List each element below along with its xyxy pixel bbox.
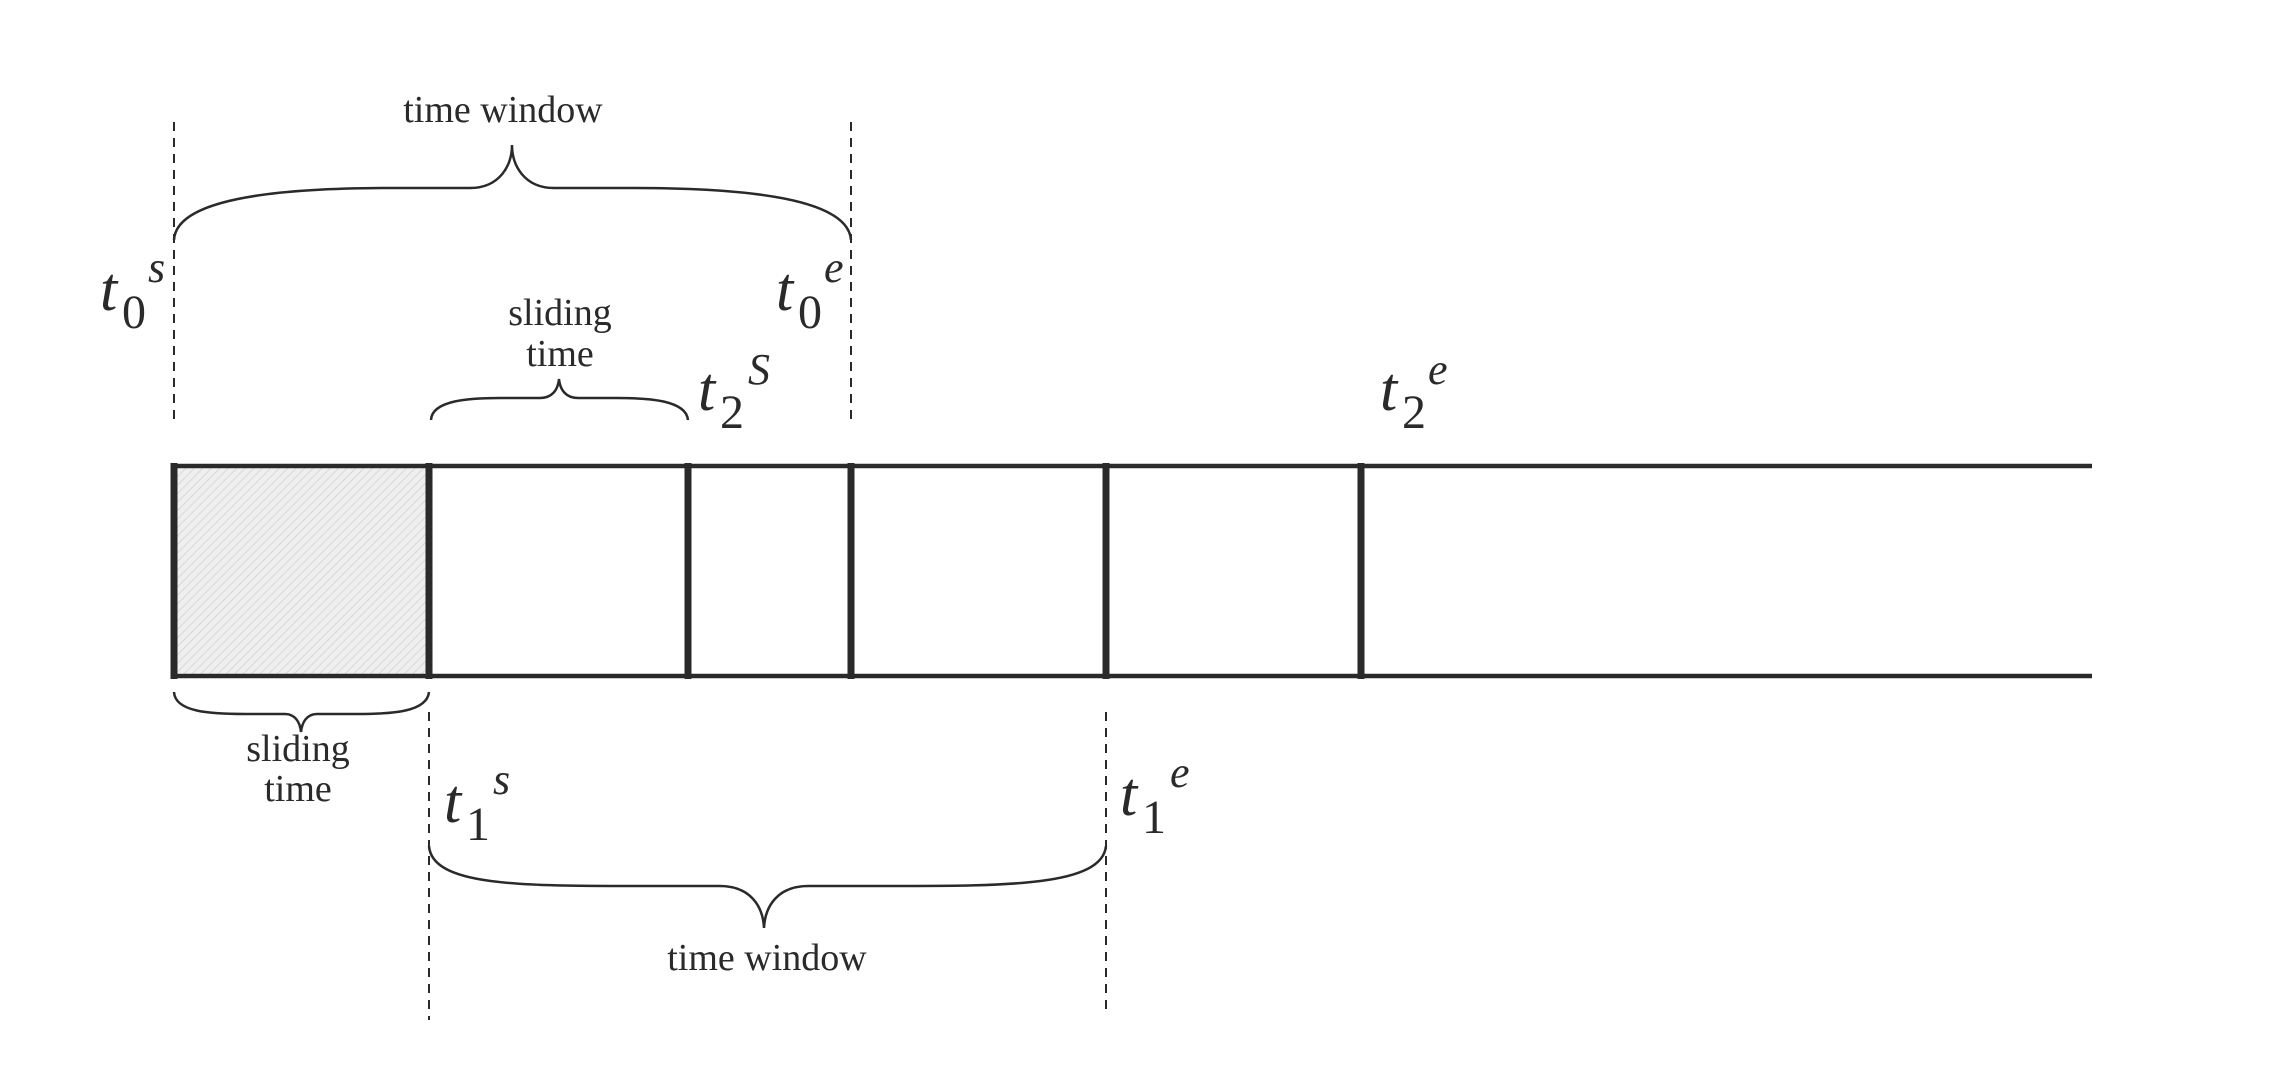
svg-text:2: 2 <box>1402 386 1426 439</box>
label-t0-start: t 0 s <box>100 243 165 339</box>
svg-text:t: t <box>100 256 119 324</box>
svg-text:1: 1 <box>466 798 490 851</box>
svg-text:e: e <box>1428 345 1448 394</box>
label-t1-end: t 1 e <box>1120 748 1190 844</box>
brace-sliding-time-top <box>429 378 690 421</box>
label-t2-end: t 2 e <box>1380 345 1448 439</box>
svg-text:t: t <box>1380 356 1399 424</box>
label-t1-start: t 1 s <box>444 755 510 851</box>
svg-text:1: 1 <box>1142 791 1166 844</box>
svg-text:t: t <box>698 356 717 424</box>
sliding-time-label-top-line1: sliding <box>508 292 611 334</box>
sliding-time-label-bottom-line1: sliding <box>246 728 349 770</box>
sliding-time-label-bottom-line2: time <box>264 768 332 810</box>
svg-text:2: 2 <box>720 386 744 439</box>
svg-text:t: t <box>444 768 463 836</box>
svg-text:t: t <box>776 256 795 324</box>
svg-text:e: e <box>1170 748 1190 797</box>
sliding-time-label-top-line2: time <box>526 333 594 375</box>
svg-text:s: s <box>148 243 165 292</box>
shaded-sliding-cell <box>174 466 429 676</box>
brace-sliding-time-bottom <box>172 691 431 733</box>
brace-time-window-top <box>172 144 853 241</box>
svg-text:e: e <box>824 243 844 292</box>
label-t2-start: t 2 S <box>698 345 770 439</box>
svg-text:t: t <box>1120 761 1139 829</box>
time-window-label-top: time window <box>403 89 603 131</box>
svg-text:S: S <box>748 345 770 394</box>
svg-text:0: 0 <box>798 286 822 339</box>
time-window-label-bottom: time window <box>667 937 867 979</box>
svg-text:s: s <box>493 755 510 804</box>
label-t0-end: t 0 e <box>776 243 844 339</box>
svg-text:0: 0 <box>122 286 146 339</box>
brace-time-window-bottom <box>427 845 1108 929</box>
